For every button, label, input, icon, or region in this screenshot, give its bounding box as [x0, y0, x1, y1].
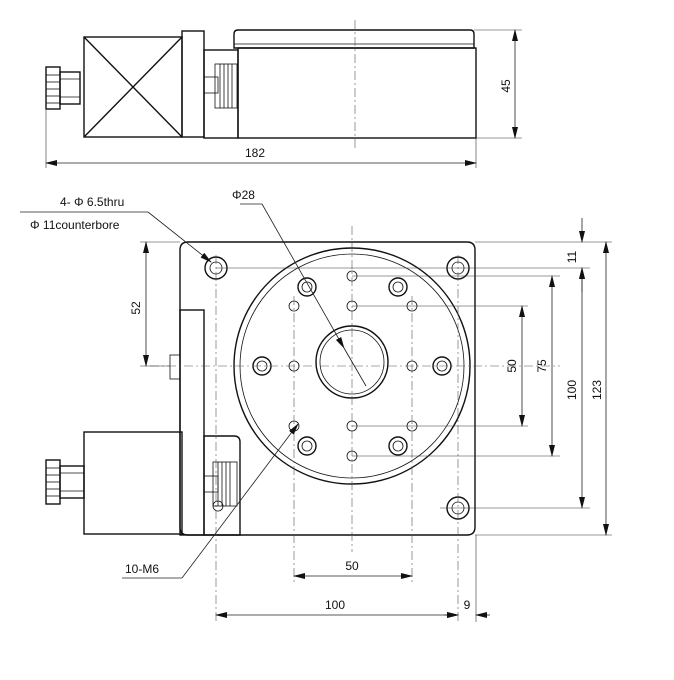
- side-coupling: [203, 49, 239, 139]
- center-hole-label: Φ28: [232, 188, 255, 202]
- dim-50-horizontal-label: 50: [345, 559, 359, 573]
- dim-182-label: 182: [245, 146, 265, 160]
- dim-11-label: 11: [565, 250, 579, 263]
- dim-100-horizontal-label: 100: [325, 598, 345, 612]
- dim-75-label: 75: [535, 359, 549, 373]
- dimension-100-vertical: 100: [565, 267, 585, 509]
- side-flange: [181, 30, 205, 138]
- side-knob: [169, 354, 181, 380]
- dim-50-vertical-label: 50: [505, 359, 519, 373]
- dimension-182: 182: [45, 110, 477, 168]
- dim-45-label: 45: [499, 79, 513, 93]
- top-view: 52 11 50 75 100 123: [20, 188, 612, 622]
- dimension-50-vertical: 50: [505, 305, 525, 427]
- base-plate: [179, 241, 476, 536]
- dim-52-label: 52: [129, 301, 143, 315]
- hole-spec-line1: 4- Φ 6.5thru: [60, 195, 124, 209]
- center-lines: [150, 226, 560, 622]
- dim-123-label: 123: [590, 380, 604, 400]
- thread-note: 10-M6: [125, 562, 159, 576]
- extension-lines: [140, 241, 612, 622]
- dimension-100-horizontal: 100: [215, 598, 459, 618]
- dimension-45: 45: [474, 29, 522, 139]
- callout-m6: 10-M6: [122, 423, 299, 579]
- callout-center-hole: Φ28: [232, 188, 367, 387]
- dim-100-vertical-label: 100: [565, 380, 579, 400]
- top-motor: [45, 431, 183, 535]
- dimension-50-horizontal: 50: [293, 559, 413, 579]
- dimension-52: 52: [129, 241, 149, 367]
- side-connector: [45, 66, 81, 110]
- side-top-plate: [233, 29, 475, 49]
- side-view: 182 45: [45, 20, 522, 168]
- motor-mount-flange: [179, 309, 205, 536]
- dimension-123: 123: [590, 241, 609, 536]
- side-motor: [83, 36, 183, 138]
- dimension-11: 11: [565, 218, 585, 292]
- top-coupling: [203, 435, 241, 536]
- side-stage-body: [237, 47, 477, 139]
- hole-spec-line2: Φ 11counterbore: [30, 218, 120, 232]
- dimension-9: 9: [444, 598, 490, 618]
- dimension-75: 75: [535, 275, 555, 457]
- dim-9-label: 9: [464, 598, 471, 612]
- callout-counterbore: 4- Φ 6.5thru Φ 11counterbore: [20, 195, 212, 263]
- counterbore-holes: [204, 256, 470, 520]
